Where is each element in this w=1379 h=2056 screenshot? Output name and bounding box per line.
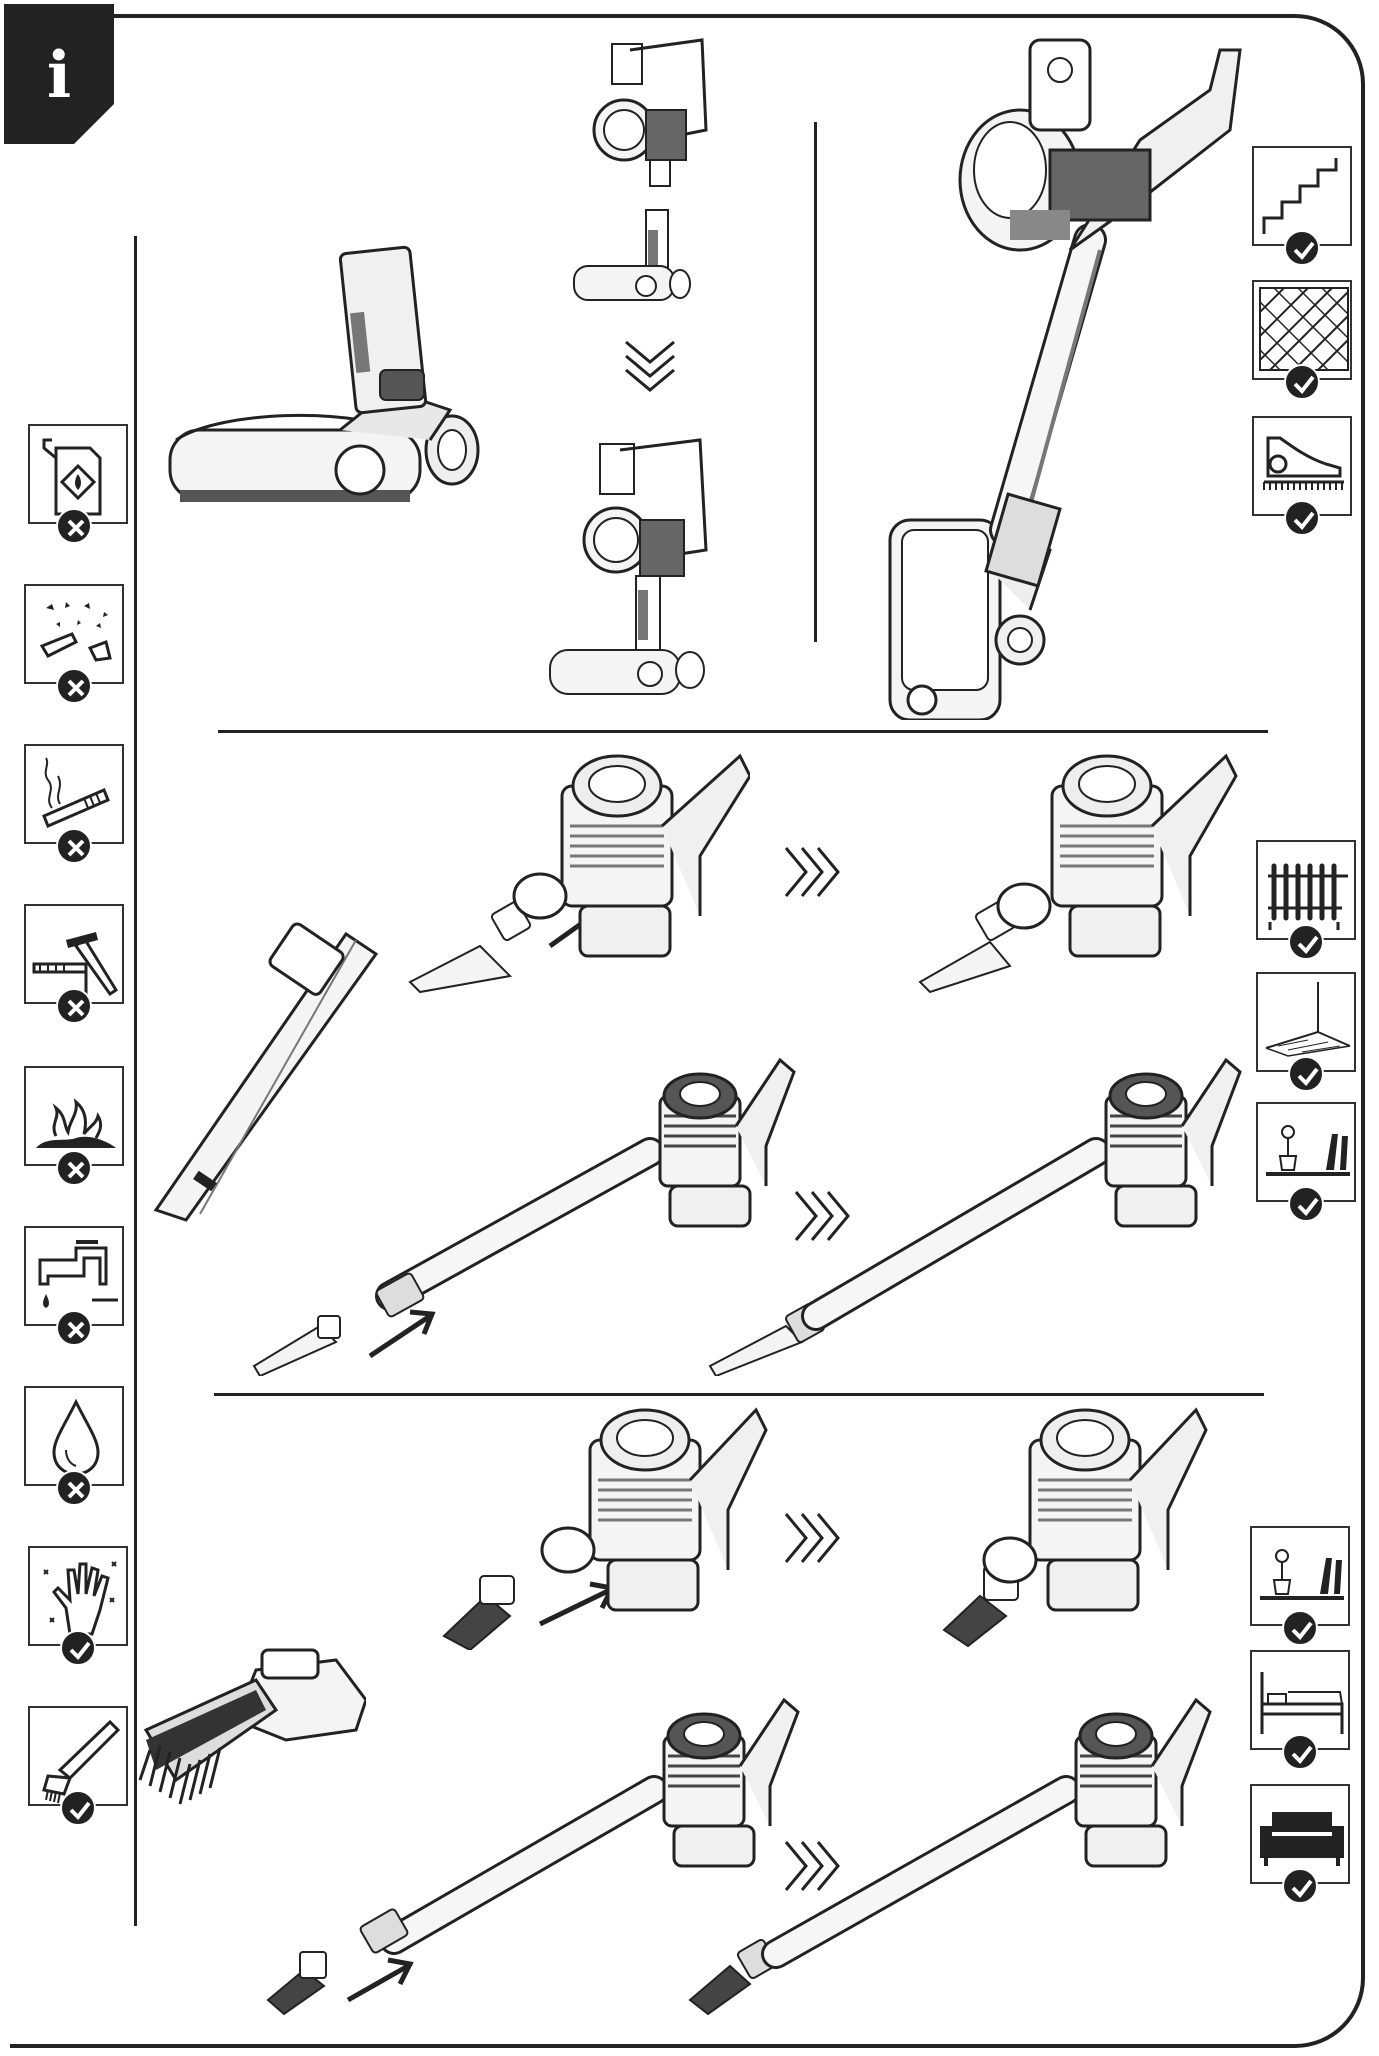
allowed-badge xyxy=(1284,364,1320,400)
divider-left-vertical xyxy=(134,236,137,1926)
floor-brush-small-illustration xyxy=(573,209,691,301)
hands-dust-icon xyxy=(43,1561,117,1636)
hot-ashes-icon-box xyxy=(24,1066,124,1166)
chevron-right-icon xyxy=(784,1841,840,1891)
allowed-badge xyxy=(1284,230,1320,266)
not-allowed-badge xyxy=(56,508,92,544)
parquet-floor-icon xyxy=(1259,287,1349,371)
chevron-right-icon xyxy=(784,1513,840,1563)
chevron-right-icon xyxy=(784,847,840,897)
stick-vacuum-tube-crevice-attach-illustration xyxy=(252,1057,796,1376)
handheld-unit-top-illustration xyxy=(592,38,708,187)
page-frame xyxy=(10,14,1365,2048)
hot-ashes-icon xyxy=(36,1098,116,1148)
water-tap-icon xyxy=(38,1240,118,1308)
shelf-plant-icon xyxy=(1260,1549,1344,1600)
parquet-floor-icon-box xyxy=(1252,280,1352,380)
handheld-vacuum-brush-attach-illustration xyxy=(442,1407,768,1650)
brush-icon xyxy=(42,1719,121,1804)
divider-horizontal-1 xyxy=(218,730,1268,733)
carpet-icon-box xyxy=(1252,416,1352,516)
brush-icon-box xyxy=(28,1706,128,1806)
not-allowed-badge xyxy=(56,1150,92,1186)
divider-top-middle xyxy=(814,122,817,642)
flammable-liquid-icon-box xyxy=(28,424,128,524)
crevice-tool-illustration xyxy=(153,922,379,1222)
broken-glass-icon xyxy=(39,602,112,662)
carpet-icon xyxy=(1263,436,1344,490)
allowed-badge xyxy=(1288,924,1324,960)
allowed-badge xyxy=(1288,1056,1324,1092)
stick-vacuum-tube-brush-attach-illustration xyxy=(266,1697,800,2016)
stick-vacuum-assembled-small-illustration xyxy=(549,438,708,695)
chevron-right-icon xyxy=(794,1191,850,1241)
not-allowed-badge xyxy=(56,668,92,704)
room-corner-icon xyxy=(1265,982,1351,1057)
not-allowed-badge xyxy=(56,1310,92,1346)
shelf-icon xyxy=(1266,1125,1350,1176)
cigarette-icon-box xyxy=(24,744,124,844)
sharp-objects-icon xyxy=(32,932,119,997)
divider-horizontal-2 xyxy=(214,1393,1264,1396)
allowed-badge xyxy=(1284,500,1320,536)
sofa-icon-box xyxy=(1250,1784,1350,1884)
flammable-liquid-icon xyxy=(42,438,102,516)
broken-glass-icon-box xyxy=(24,584,124,684)
radiator-icon xyxy=(1268,863,1348,930)
water-tap-icon-box xyxy=(24,1226,124,1326)
not-allowed-badge xyxy=(56,828,92,864)
bed-icon xyxy=(1260,1672,1344,1734)
not-allowed-badge xyxy=(56,988,92,1024)
stairs-icon xyxy=(1262,158,1338,234)
stick-vacuum-tube-crevice-result-illustration xyxy=(708,1057,1242,1376)
allowed-badge xyxy=(60,1630,96,1666)
cigarette-icon xyxy=(42,757,110,828)
handheld-vacuum-with-crevice-illustration xyxy=(918,753,1238,994)
chevron-down-icon xyxy=(625,340,675,392)
handheld-vacuum-crevice-attach-illustration xyxy=(408,753,750,994)
info-icon xyxy=(4,4,114,144)
sharp-objects-icon-box xyxy=(24,904,124,1004)
info-letter: i xyxy=(46,38,72,113)
shelf-plant-icon-box xyxy=(1250,1526,1350,1626)
info-badge: i xyxy=(4,4,114,150)
handheld-vacuum-with-brush-illustration xyxy=(942,1407,1208,1648)
dusting-brush-illustration xyxy=(138,1648,366,1805)
room-corner-icon-box xyxy=(1256,972,1356,1072)
floor-brush-illustration xyxy=(168,245,480,502)
stick-vacuum-large-illustration xyxy=(888,38,1242,720)
allowed-badge xyxy=(1288,1186,1324,1222)
stairs-icon-box xyxy=(1252,146,1352,246)
not-allowed-badge xyxy=(56,1470,92,1506)
allowed-badge xyxy=(1282,1610,1318,1646)
allowed-badge xyxy=(1282,1734,1318,1770)
liquid-drop-icon-box xyxy=(24,1386,124,1486)
allowed-badge xyxy=(1282,1868,1318,1904)
allowed-badge xyxy=(60,1790,96,1826)
stick-vacuum-tube-brush-result-illustration xyxy=(688,1697,1212,2016)
sofa-icon xyxy=(1260,1812,1344,1866)
shelf-icon-box xyxy=(1256,1102,1356,1202)
bed-icon-box xyxy=(1250,1650,1350,1750)
